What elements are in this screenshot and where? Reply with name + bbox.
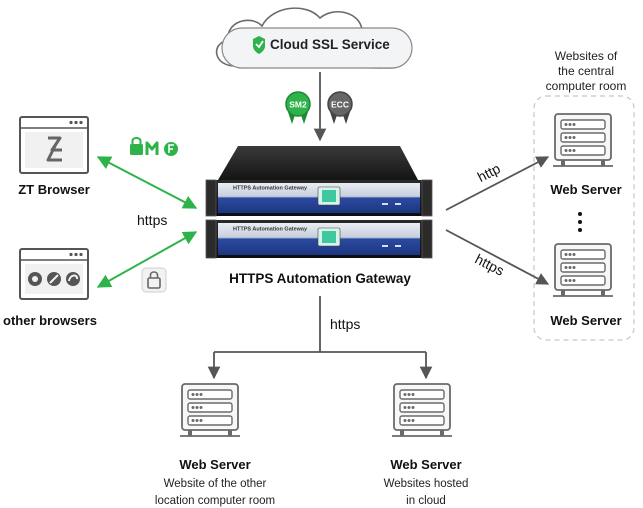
shield-icon xyxy=(253,36,265,54)
server-icon xyxy=(392,383,452,437)
central-room-group xyxy=(533,95,635,341)
m-badge-icon xyxy=(145,141,159,155)
ecc-badge-icon: ECC xyxy=(327,91,353,124)
other-browsers-label: other browsers xyxy=(3,313,97,328)
bottom-https-label: https xyxy=(330,316,360,332)
server-icon xyxy=(553,113,613,167)
browser-icon xyxy=(19,248,89,300)
cloud-label: Cloud SSL Service xyxy=(270,37,390,52)
right-top-server-label: Web Server xyxy=(550,182,621,197)
bottom-right-caption-1: Websites hosted xyxy=(384,478,469,490)
cloud-icon xyxy=(215,7,413,69)
bottom-right-caption-2: in cloud xyxy=(406,495,446,507)
bottom-left-caption-1: Website of the other xyxy=(164,478,267,490)
central-room-caption-3: computer room xyxy=(546,79,627,93)
central-room-caption-1: Websites of xyxy=(555,49,618,63)
ecc-label: ECC xyxy=(331,100,349,110)
f-badge-icon xyxy=(164,142,178,156)
vertical-ellipsis xyxy=(578,212,582,232)
gateway-label: HTTPS Automation Gateway xyxy=(229,271,411,286)
gateway-panel-text: HTTPS Automation Gateway xyxy=(233,227,308,233)
right-https-label: https xyxy=(473,251,507,279)
right-http-label: http xyxy=(475,160,503,185)
rack-server-icon xyxy=(205,146,433,259)
bottom-left-caption-2: location computer room xyxy=(155,495,275,507)
browser-icon xyxy=(19,116,89,174)
sm2-badge-icon: SM2 xyxy=(285,91,311,124)
zt-gateway-arrow xyxy=(96,156,198,209)
central-room-caption-2: the central xyxy=(558,64,614,78)
client-https-label: https xyxy=(137,212,167,228)
zt-browser-label: ZT Browser xyxy=(18,182,90,197)
right-bottom-server-label: Web Server xyxy=(550,313,621,328)
server-icon xyxy=(553,243,613,297)
server-icon xyxy=(180,383,240,437)
green-lock-icon xyxy=(130,137,143,155)
gateway-top-server-arrow xyxy=(445,156,550,211)
bottom-branch-connector xyxy=(207,296,433,380)
bottom-left-server-label: Web Server xyxy=(179,457,250,472)
browsers-gateway-arrow xyxy=(96,231,198,288)
gateway-bottom-server-arrow xyxy=(445,229,550,285)
gateway-panel-text: HTTPS Automation Gateway xyxy=(233,186,308,192)
sm2-label: SM2 xyxy=(289,100,307,110)
bottom-right-server-label: Web Server xyxy=(390,457,461,472)
lock-icon xyxy=(141,267,167,293)
